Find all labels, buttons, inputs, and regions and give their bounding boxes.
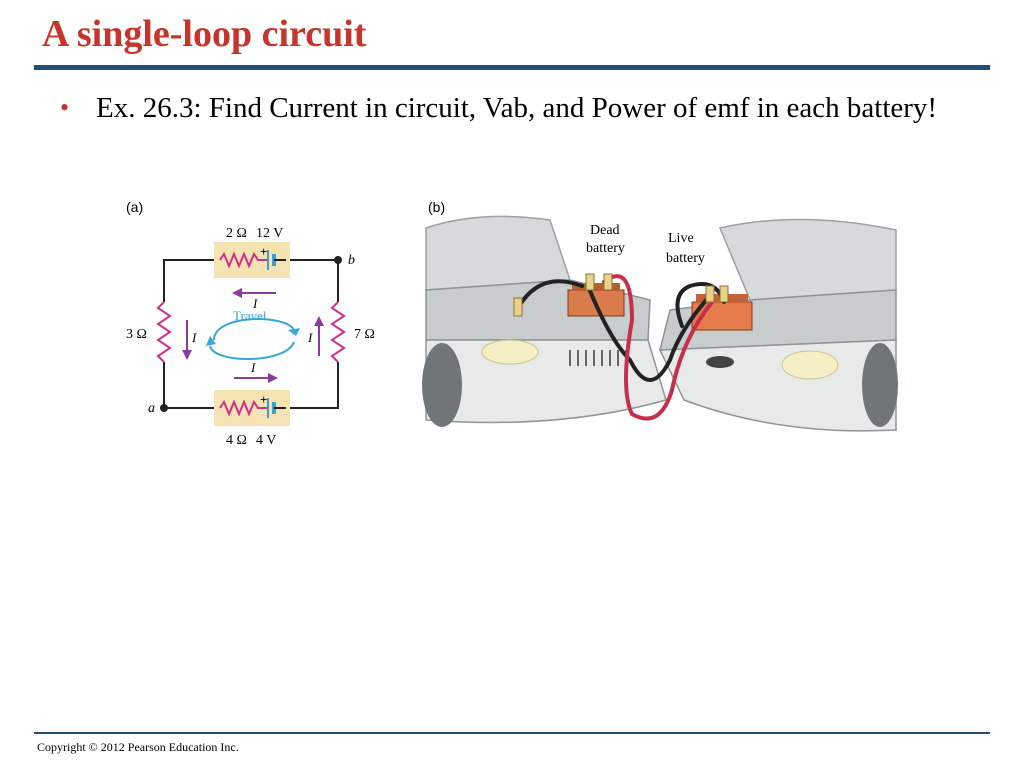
dead-battery-icon [567, 283, 625, 317]
top-resistor-icon [219, 251, 268, 269]
current-arrow-icons [182, 288, 324, 383]
node-a-dot [160, 404, 168, 412]
bottom-emf-label: 4 V [256, 433, 276, 448]
right-resistor-label: 7 Ω [354, 327, 375, 342]
top-plus-sign: + [260, 244, 267, 259]
travel-label: Travel [233, 308, 267, 323]
jump-start-illustration: (b) [422, 199, 898, 432]
title-divider [34, 65, 990, 70]
footer-divider [34, 732, 990, 734]
top-resistor-label: 2 Ω [226, 226, 247, 241]
node-a-label: a [148, 401, 155, 416]
bullet-text: Ex. 26.3: Find Current in circuit, Vab, … [96, 92, 938, 124]
panel-a-label: (a) [126, 199, 143, 215]
bottom-plus-sign: + [260, 392, 267, 407]
left-resistor-icon [156, 301, 172, 363]
dead-battery-label-1: Dead [590, 223, 620, 238]
node-b-label: b [348, 253, 355, 268]
live-battery-label-2: battery [666, 251, 705, 266]
live-battery-label-1: Live [668, 231, 694, 246]
node-b-dot [334, 256, 342, 264]
right-resistor-icon [330, 301, 346, 363]
panel-b-label: (b) [428, 199, 445, 215]
travel-arrowhead-icon [288, 328, 300, 336]
current-label-top: I [252, 296, 258, 311]
left-car-icon [422, 215, 667, 427]
current-label-right: I [307, 330, 313, 345]
travel-loop-icon [209, 318, 295, 361]
top-emf-label: 12 V [256, 226, 283, 241]
travel-arrowhead-icon [206, 336, 216, 346]
circuit-diagram: (a) + 2 Ω 12 V + 4 Ω 4 V 3 Ω 7 Ω b a [126, 199, 375, 448]
slide-title: A single-loop circuit [42, 13, 367, 55]
dead-battery-label-2: battery [586, 241, 625, 256]
right-car-icon [658, 218, 898, 432]
current-label-left: I [191, 330, 197, 345]
bottom-resistor-label: 4 Ω [226, 433, 247, 448]
jumper-cables-icon [516, 274, 726, 421]
battery-clamp-icons [513, 273, 729, 317]
bullet-icon: • [60, 93, 70, 122]
left-resistor-label: 3 Ω [126, 327, 147, 342]
bottom-resistor-icon [219, 399, 268, 417]
current-label-bottom: I [250, 360, 256, 375]
copyright-text: Copyright © 2012 Pearson Education Inc. [37, 740, 239, 754]
